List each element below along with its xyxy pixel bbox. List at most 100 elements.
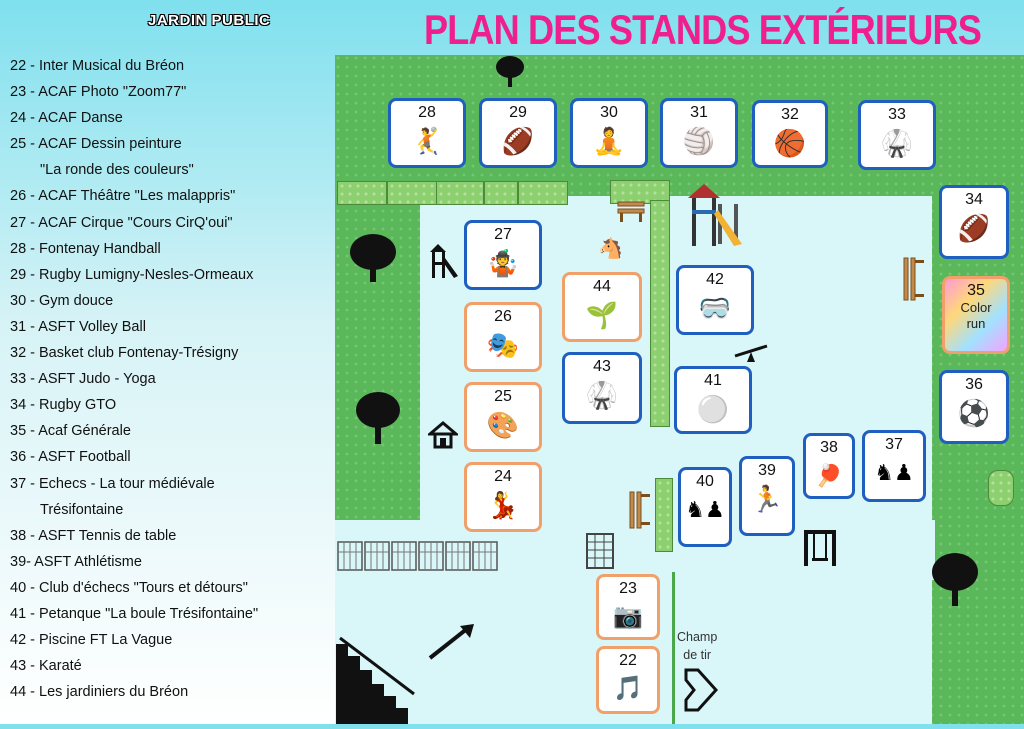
stand-number: 29: [509, 104, 527, 121]
hedge: [988, 470, 1014, 506]
stand-44[interactable]: 44 🌱: [562, 272, 642, 342]
stand-number: 27: [494, 226, 512, 243]
petanque-balls-icon: ⚪: [696, 394, 730, 424]
legend-item: 30 - Gym douce: [10, 292, 114, 309]
page-title: PLAN DES STANDS EXTÉRIEURS: [424, 6, 982, 53]
stand-27[interactable]: 27 🤹: [464, 220, 542, 290]
dancer-icon: 💃: [486, 490, 520, 520]
chess-pieces-icon: ♞♟: [874, 460, 914, 485]
path-line: [672, 572, 675, 724]
stairs-icon: [336, 636, 418, 729]
palette-icon: 🎨: [486, 410, 520, 440]
hedge: [484, 181, 518, 205]
legend-item: 36 - ASFT Football: [10, 449, 131, 466]
stand-number: 23: [619, 580, 637, 597]
juggling-clubs-icon: 🤹: [486, 248, 520, 278]
stand-number: 40: [696, 473, 714, 490]
stand-23[interactable]: 23 📷: [596, 574, 660, 640]
stand-25[interactable]: 25 🎨: [464, 382, 542, 452]
legend-item: 33 - ASFT Judo - Yoga: [10, 371, 156, 388]
color-run-label: run: [966, 316, 986, 331]
hedge: [387, 181, 437, 205]
stand-number: 39: [758, 462, 776, 479]
house-icon: [425, 420, 461, 455]
stand-number: 31: [690, 104, 708, 121]
direction-arrow-icon: [684, 668, 719, 717]
judo-gi-icon: 🥋: [880, 128, 914, 158]
legend-item: 40 - Club d'échecs "Tours et détours": [10, 579, 248, 596]
stand-37[interactable]: 37 ♞♟: [862, 430, 926, 502]
playground-slide-icon: [684, 180, 746, 253]
stand-number: 24: [494, 468, 512, 485]
stand-32[interactable]: 32 🏀: [752, 100, 828, 168]
hedge: [436, 181, 484, 205]
handball-player-icon: 🤾: [410, 126, 444, 156]
legend-item: 32 - Basket club Fontenay-Trésigny: [10, 345, 239, 362]
stand-30[interactable]: 30 🧘: [570, 98, 648, 168]
legend-item: 22 - Inter Musical du Bréon: [10, 58, 185, 74]
stand-number: 37: [885, 436, 903, 453]
bench-icon: [628, 490, 652, 535]
stand-42[interactable]: 42 🥽: [676, 265, 754, 335]
legend-item: 37 - Echecs - La tour médiévale: [10, 475, 215, 492]
legend-item: 41 - Petanque "La boule Trésifontaine": [10, 605, 259, 622]
stand-number: 32: [781, 106, 799, 123]
rugby-ball-icon: 🏈: [501, 126, 535, 156]
stand-number: 34: [965, 191, 983, 208]
legend-item: 39- ASFT Athlétisme: [10, 553, 142, 570]
legend-item: 42 - Piscine FT La Vague: [10, 632, 173, 649]
stand-40[interactable]: 40 ♞♟: [678, 467, 732, 547]
stand-38[interactable]: 38 🏓: [803, 433, 855, 499]
legend-item: 38 - ASFT Tennis de table: [10, 527, 177, 544]
tree-icon: [930, 550, 980, 613]
music-note-icon: 🎵: [613, 675, 643, 702]
stand-24[interactable]: 24 💃: [464, 462, 542, 532]
stand-number: 25: [494, 388, 512, 405]
park-label: JARDIN PUBLIC: [148, 12, 271, 29]
stand-34[interactable]: 34 🏈: [939, 185, 1009, 259]
stand-31[interactable]: 31 🏐: [660, 98, 738, 168]
swim-goggles-icon: 🥽: [698, 293, 732, 323]
stand-number: 28: [418, 104, 436, 121]
seesaw-icon: [733, 340, 769, 369]
tree-icon: [354, 390, 402, 451]
gate-icon: [585, 530, 615, 577]
swing-icon: [802, 528, 838, 573]
stand-41[interactable]: 41 ⚪: [674, 366, 752, 434]
legend-item: Trésifontaine: [40, 501, 124, 518]
chess-pieces-icon: ♞♟: [685, 497, 725, 522]
rocking-horse-icon: 🐴: [598, 238, 623, 260]
hedge: [337, 181, 387, 205]
theatre-masks-icon: 🎭: [486, 330, 520, 360]
stand-22[interactable]: 22 🎵: [596, 646, 660, 714]
stand-35[interactable]: 35 Color run: [942, 276, 1010, 354]
legend-item: 27 - ACAF Cirque "Cours CirQ'oui": [10, 214, 233, 231]
playground-icon: [428, 242, 460, 285]
legend-item: 26 - ACAF Théâtre "Les malappris": [10, 188, 236, 205]
soccer-ball-icon: ⚽: [957, 398, 991, 428]
stand-33[interactable]: 33 🥋: [858, 100, 936, 170]
stand-43[interactable]: 43 🥋: [562, 352, 642, 424]
legend-item: 29 - Rugby Lumigny-Nesles-Ormeaux: [10, 266, 254, 283]
tree-icon: [348, 232, 398, 289]
legend-item: "La ronde des couleurs": [40, 162, 194, 179]
rugby-ball-icon: 🏈: [957, 213, 991, 243]
stand-28[interactable]: 28 🤾: [388, 98, 466, 168]
shooting-range-line2: de tir: [683, 648, 712, 662]
stand-number: 42: [706, 271, 724, 288]
runner-icon: 🏃: [750, 484, 784, 514]
hedge: [518, 181, 568, 205]
stand-29[interactable]: 29 🏈: [479, 98, 557, 168]
basketball-icon: 🏀: [773, 128, 807, 158]
stand-39[interactable]: 39 🏃: [739, 456, 795, 536]
stand-number: 30: [600, 104, 618, 121]
legend-item: 34 - Rugby GTO: [10, 397, 117, 414]
stand-number: 38: [820, 439, 838, 456]
stand-number: 22: [619, 652, 637, 669]
stand-26[interactable]: 26 🎭: [464, 302, 542, 372]
shooting-range-line1: Champ: [677, 630, 718, 644]
stand-36[interactable]: 36 ⚽: [939, 370, 1009, 444]
stand-number: 26: [494, 308, 512, 325]
volleyball-icon: 🏐: [682, 126, 716, 156]
